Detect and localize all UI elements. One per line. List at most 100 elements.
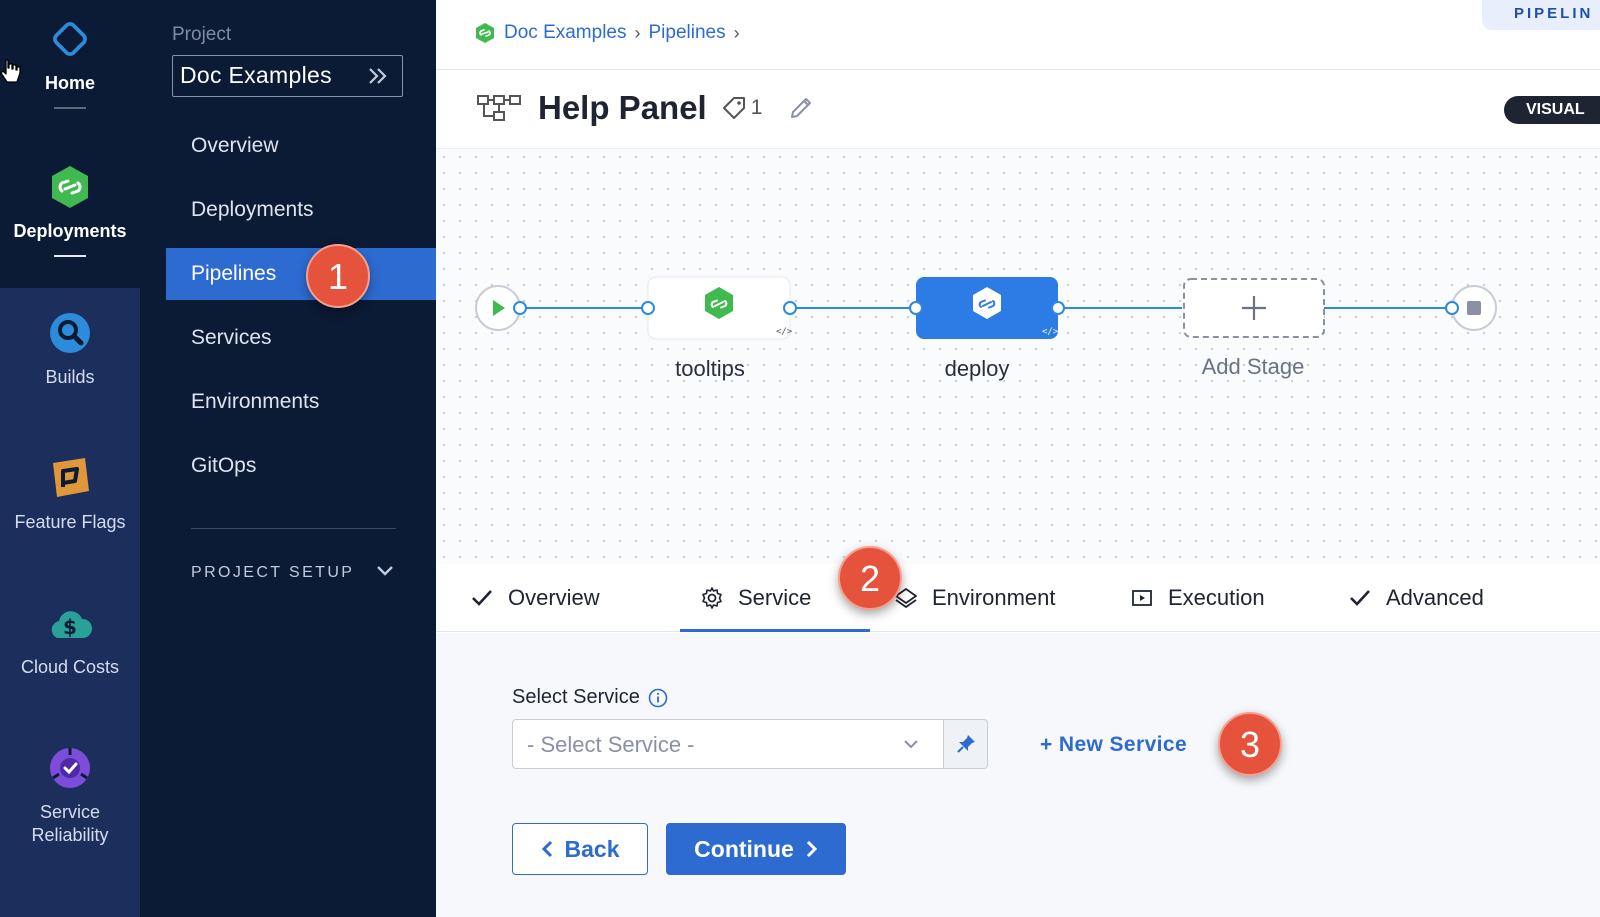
rail-item-home[interactable]: Home — [0, 16, 140, 109]
pipeline-end-node — [1445, 285, 1497, 331]
pipeline-canvas[interactable]: </> </> — [436, 148, 1600, 564]
rail-item-deployments[interactable]: Deployments — [0, 164, 140, 257]
stage-label-tooltips[interactable]: tooltips — [675, 356, 745, 381]
rail-item-label: Home — [44, 73, 95, 93]
yaml-badge-icon: </> — [776, 327, 793, 337]
rail-item-label: Builds — [45, 367, 95, 387]
tab-label: Overview — [508, 585, 600, 610]
svg-text:$: $ — [63, 615, 77, 639]
rail-item-label: Feature Flags — [14, 512, 126, 532]
add-stage-node[interactable] — [1183, 278, 1325, 338]
stage-node-tooltips[interactable]: </> — [641, 276, 797, 340]
callout-2: 2 — [838, 546, 902, 610]
stage-node-deploy[interactable]: </> — [909, 277, 1065, 339]
new-service-link[interactable]: + New Service — [1040, 733, 1188, 756]
tab-execution[interactable]: Execution — [1130, 564, 1265, 632]
info-icon[interactable] — [648, 688, 668, 708]
nav-item-pipelines[interactable]: Pipelines — [166, 248, 436, 300]
nav-divider — [191, 528, 396, 529]
nav-item-deployments[interactable]: Deployments — [191, 198, 314, 221]
feature-flags-icon — [53, 458, 89, 497]
rail-item-label-line1: Service — [39, 802, 101, 822]
visual-mode-toggle[interactable]: VISUAL — [1504, 96, 1600, 124]
cloud-costs-icon: $ — [51, 611, 93, 639]
pin-button[interactable] — [944, 719, 988, 769]
select-service-label: Select Service — [512, 686, 668, 709]
check-icon — [472, 590, 492, 606]
tag-icon[interactable] — [721, 95, 747, 121]
plus-icon — [1242, 296, 1266, 320]
rail-item-builds[interactable]: Builds — [0, 310, 140, 389]
rail-item-label: Deployments — [13, 221, 127, 241]
continue-button[interactable]: Continue — [666, 823, 846, 875]
tab-service[interactable]: Service — [700, 564, 811, 632]
pipeline-start-node — [475, 285, 527, 331]
yaml-badge-icon: </> — [1042, 327, 1059, 337]
select-service-label-text: Select Service — [512, 686, 640, 708]
select-service-placeholder: - Select Service - — [527, 732, 695, 757]
breadcrumb: Doc Examples › Pipelines › — [474, 20, 740, 46]
breadcrumb-separator: › — [634, 22, 641, 43]
project-selector[interactable]: Doc Examples — [172, 55, 403, 97]
tab-label: Execution — [1168, 585, 1265, 610]
chevron-left-icon — [541, 840, 552, 858]
breadcrumb-project-link[interactable]: Doc Examples — [504, 22, 627, 43]
active-tab-indicator — [680, 629, 870, 632]
tab-label: Environment — [932, 585, 1056, 610]
edit-pencil-icon[interactable] — [788, 95, 814, 121]
rail-item-cloud-costs[interactable]: $ Cloud Costs — [0, 600, 140, 679]
nav-item-overview[interactable]: Overview — [191, 134, 279, 157]
stage-tabs: Overview Service Environment Execution A… — [436, 564, 1600, 632]
tab-label: Service — [738, 585, 812, 610]
tab-label: Advanced — [1386, 585, 1484, 610]
rail-item-label: Cloud Costs — [20, 657, 120, 677]
back-button[interactable]: Back — [512, 823, 648, 875]
service-reliability-icon — [50, 748, 90, 788]
gear-icon — [702, 587, 722, 609]
stage-label-deploy[interactable]: deploy — [944, 356, 1010, 381]
double-chevron-right-icon — [369, 68, 387, 84]
service-form: Select Service - Select Service - + New … — [436, 633, 1600, 917]
deployments-icon — [52, 166, 88, 208]
hand-cursor-icon — [0, 59, 21, 83]
back-button-label: Back — [564, 835, 620, 862]
pipeline-graph: </> </> — [475, 276, 1497, 340]
callout-1: 1 — [306, 244, 370, 308]
tab-overview[interactable]: Overview — [470, 564, 600, 632]
main-area: Doc Examples › Pipelines › PIPELIN Help … — [436, 0, 1600, 917]
breadcrumb-separator: › — [733, 22, 740, 43]
pipeline-icon — [477, 95, 521, 121]
pipeline-title-row: Help Panel 1 — [476, 86, 814, 130]
builds-icon — [50, 313, 90, 353]
breadcrumb-pipelines-link[interactable]: Pipelines — [648, 22, 726, 43]
project-name: Doc Examples — [180, 62, 332, 88]
select-service-dropdown[interactable]: - Select Service - — [512, 719, 944, 769]
nav-item-environments[interactable]: Environments — [191, 390, 320, 413]
rail-divider — [54, 255, 86, 257]
pipeline-title: Help Panel — [538, 89, 707, 126]
execution-icon — [1132, 590, 1152, 606]
chevron-down-icon — [904, 740, 918, 749]
chevron-down-icon[interactable] — [376, 564, 394, 578]
project-setup-toggle[interactable]: PROJECT SETUP — [191, 564, 355, 581]
nav-item-gitops[interactable]: GitOps — [191, 454, 257, 477]
header-divider — [436, 69, 1600, 70]
project-label: Project — [172, 24, 232, 45]
tab-advanced[interactable]: Advanced — [1348, 564, 1484, 632]
check-icon — [1350, 590, 1370, 606]
nav-item-services[interactable]: Services — [191, 326, 272, 349]
pin-icon — [957, 735, 975, 753]
add-stage-label[interactable]: Add Stage — [1201, 354, 1305, 379]
chevron-right-icon — [806, 840, 817, 858]
rail-item-feature-flags[interactable]: Feature Flags — [0, 455, 140, 534]
rail-divider — [54, 107, 86, 109]
tab-environment[interactable]: Environment — [894, 564, 1056, 632]
rail-item-label-line2: Reliability — [31, 825, 109, 845]
pipeline-studio-tag: PIPELIN — [1482, 0, 1600, 30]
environment-icon — [895, 588, 917, 608]
deployments-module-icon — [476, 23, 494, 43]
app-rail: Home Deployments Builds Feature Flags $ … — [0, 0, 140, 917]
home-icon — [53, 22, 87, 56]
rail-item-service-reliability[interactable]: Service Reliability — [0, 745, 140, 847]
continue-button-label: Continue — [694, 835, 794, 862]
